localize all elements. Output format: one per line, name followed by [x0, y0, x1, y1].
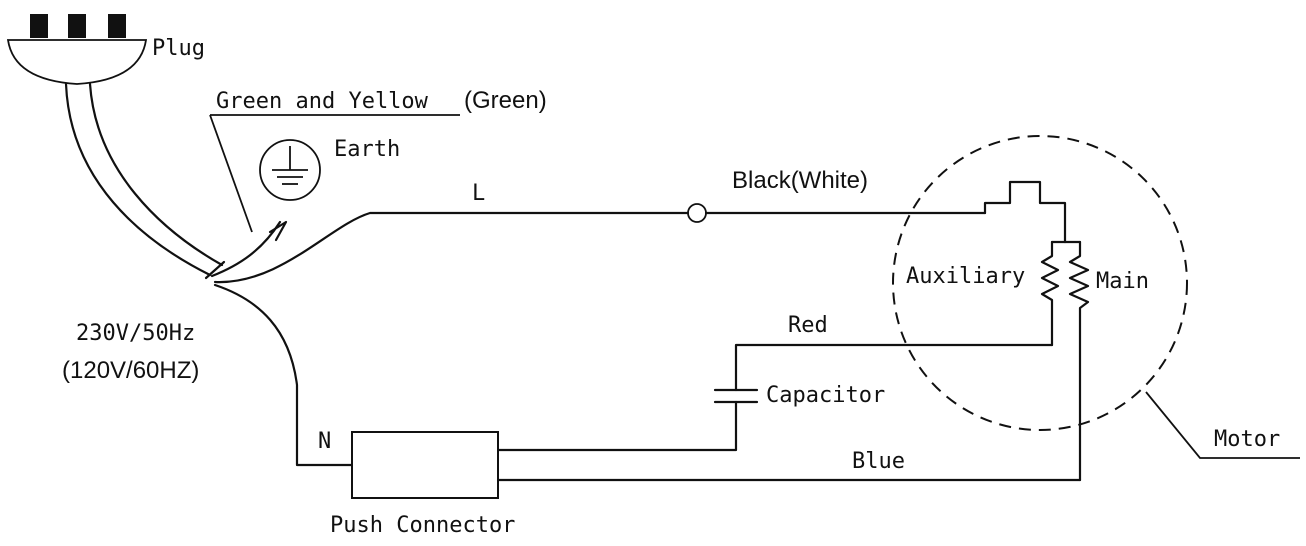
push-connector-box — [351, 431, 499, 499]
earth-ground-icon — [259, 139, 321, 201]
neutral-wire — [213, 283, 354, 467]
main-coil — [1063, 240, 1090, 482]
mains-cable — [64, 82, 226, 280]
red-wire — [734, 343, 1054, 392]
capacitor-symbol — [496, 388, 759, 452]
earth-wire-label: Green and Yellow — [216, 89, 429, 114]
capacitor-label: Capacitor — [766, 383, 885, 408]
auxiliary-label: Auxiliary — [906, 264, 1025, 289]
live-wire — [213, 180, 1067, 284]
plug-icon — [6, 14, 148, 85]
neutral-label: N — [318, 429, 331, 454]
live-label: L — [472, 181, 485, 206]
red-wire-label: Red — [788, 313, 828, 338]
blue-wire-label: Blue — [852, 449, 905, 474]
main-label: Main — [1096, 269, 1149, 294]
motor-leader-line — [1145, 391, 1300, 459]
motor-housing — [892, 135, 1188, 431]
live-wire-label: Black(White) — [732, 167, 868, 194]
voltage-label: 230V/50Hz — [76, 321, 195, 346]
push-connector-label: Push Connector — [330, 513, 515, 538]
earth-label: Earth — [334, 137, 400, 162]
voltage-alt-label: (120V/60HZ) — [62, 357, 199, 384]
earth-wire-alt-label: (Green) — [464, 87, 547, 114]
motor-label: Motor — [1214, 427, 1280, 452]
earth-wire — [209, 114, 460, 278]
auxiliary-coil — [1040, 240, 1067, 347]
plug-label: Plug — [152, 36, 205, 61]
